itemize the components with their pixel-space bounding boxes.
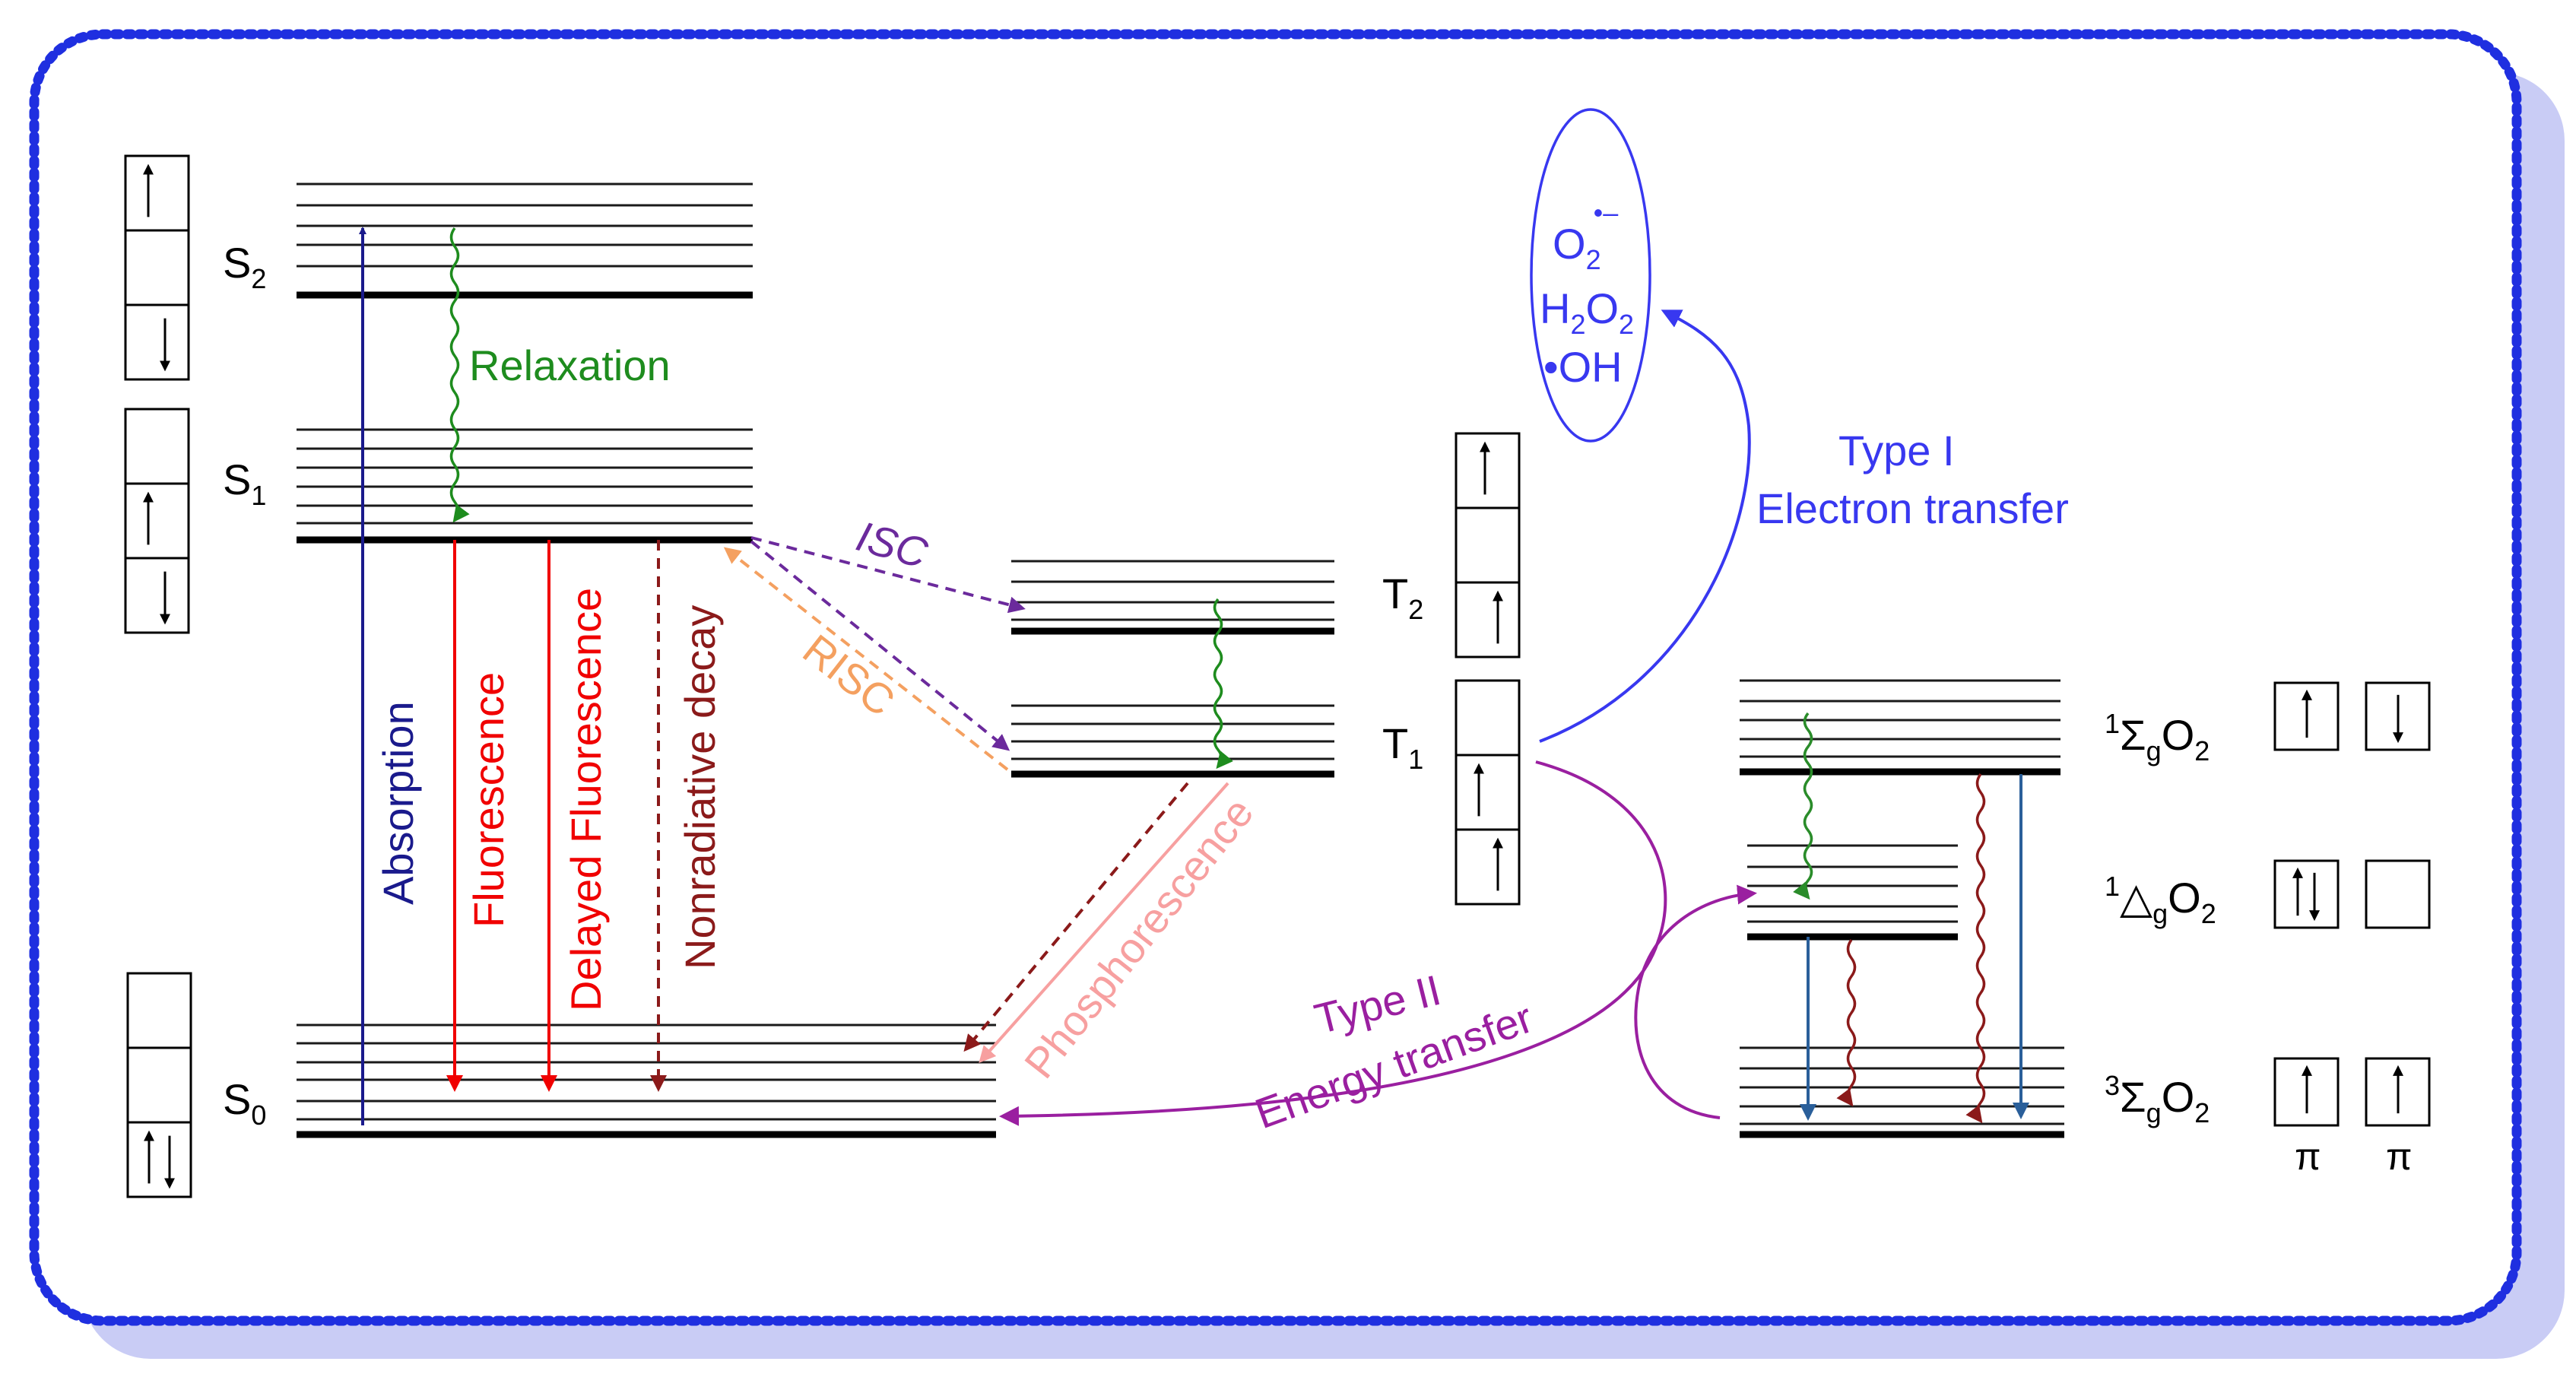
state-label-t1: T1 xyxy=(1382,719,1423,775)
state-label-t2: T2 xyxy=(1382,570,1423,625)
orbital-label-pi-2: π xyxy=(2386,1135,2413,1178)
t2-upper-orbital-box xyxy=(1455,432,1521,509)
o2-singlet-delta-b-orbital-box xyxy=(2365,859,2431,929)
type1-label-line1: Type I xyxy=(1838,427,1955,474)
phosphorescence-arrow xyxy=(979,782,1229,1063)
t1-upper-orbital-box xyxy=(1455,679,1521,757)
orbital-label-pi-1: π xyxy=(2295,1135,2321,1178)
o2-wavy-red-sigma xyxy=(1965,773,1986,1124)
fluorescence-label: Fluorescence xyxy=(465,672,512,928)
ros-ellipse xyxy=(1530,108,1651,443)
type2-arrow-to-o2 xyxy=(999,760,1667,1126)
o2-relaxation-green xyxy=(1793,712,1813,900)
nonradiative-decay-label: Nonradiative decay xyxy=(676,605,724,970)
phosphorescence-dashed-arrow xyxy=(963,782,1189,1052)
frame-border xyxy=(29,29,2522,1326)
absorption-label: Absorption xyxy=(374,701,422,905)
type2-arrow-return xyxy=(1634,884,1757,1119)
s1-lower-orbital-box xyxy=(124,557,190,634)
risc-arrow xyxy=(723,547,1009,771)
t2-middle-orbital-box xyxy=(1455,506,1521,584)
t2-lower-orbital-box xyxy=(1455,581,1521,659)
o2-state-singlet-sigma: 1ΣgO2 xyxy=(2105,708,2210,766)
s2-middle-orbital-box xyxy=(124,229,190,306)
ros-superoxide: O2•– xyxy=(1553,197,1618,275)
electron-boxes xyxy=(124,154,2431,1198)
isc-arrow-t1 xyxy=(750,540,1010,751)
o2-wavy-red-delta xyxy=(1836,938,1857,1107)
type1-label-line2: Electron transfer xyxy=(1756,484,2069,532)
delayed-fluorescence-label: Delayed Fluorescence xyxy=(562,588,610,1011)
o2-singlet-delta-a-orbital-box xyxy=(2273,859,2340,929)
s0-lower-orbital-box xyxy=(126,1121,192,1198)
ros-hydroxyl: •OH xyxy=(1543,343,1623,391)
o2-state-triplet-sigma: 3ΣgO2 xyxy=(2105,1070,2210,1128)
s1-upper-orbital-box xyxy=(124,408,190,485)
relaxation-arrow xyxy=(449,227,470,523)
state-label-s1: S1 xyxy=(223,455,266,511)
t2-t1-relaxation-arrow xyxy=(1213,598,1233,770)
s2-lower-orbital-box xyxy=(124,303,190,381)
s2-upper-orbital-box xyxy=(124,154,190,232)
s0-middle-orbital-box xyxy=(126,1046,192,1124)
o2-state-singlet-delta: 1△gO2 xyxy=(2105,871,2216,929)
t1-lower-orbital-box xyxy=(1455,828,1521,906)
relaxation-label: Relaxation xyxy=(469,341,671,389)
ros-hydrogen-peroxide: H2O2 xyxy=(1540,284,1634,340)
state-label-s0: S0 xyxy=(223,1075,266,1131)
s0-upper-orbital-box xyxy=(126,972,192,1049)
type1-arrow xyxy=(1539,309,1751,743)
isc-arrow-t2 xyxy=(750,536,1026,614)
energy-levels xyxy=(297,182,2064,1138)
t1-middle-orbital-box xyxy=(1455,754,1521,831)
state-label-s2: S2 xyxy=(223,239,266,294)
s1-middle-orbital-box xyxy=(124,482,190,560)
